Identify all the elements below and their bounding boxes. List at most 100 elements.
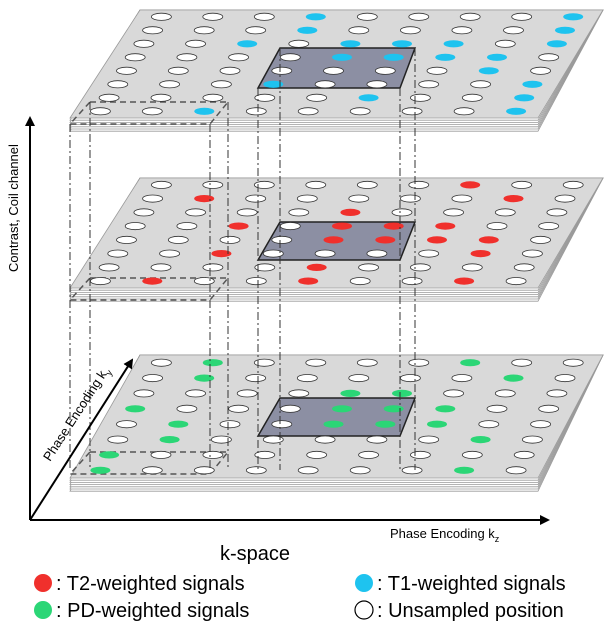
diagram-title: k-space <box>220 543 290 565</box>
unsampled-dot <box>494 39 516 48</box>
plane-pd <box>68 354 604 492</box>
unsampled-dot <box>401 277 423 286</box>
unsampled-dot <box>262 435 284 444</box>
unsampled-dot <box>219 420 241 429</box>
unsampled-dot <box>296 194 318 203</box>
unsampled-dot <box>219 66 241 75</box>
unsampled-dot <box>408 12 430 21</box>
unsampled-dot <box>142 374 164 383</box>
unsampled-dot <box>219 235 241 244</box>
unsampled-dot <box>443 208 465 217</box>
unsampled-dot <box>98 263 120 272</box>
sampled-dot <box>90 466 111 474</box>
sampled-dot <box>340 208 361 216</box>
unsampled-dot <box>210 435 232 444</box>
unsampled-dot <box>142 26 164 35</box>
unsampled-dot <box>116 235 137 244</box>
unsampled-dot <box>358 450 380 459</box>
unsampled-dot <box>193 277 215 286</box>
unsampled-dot <box>176 222 198 231</box>
unsampled-dot <box>511 180 533 189</box>
sampled-dot <box>340 389 361 397</box>
unsampled-dot <box>401 466 423 475</box>
sampled-dot <box>555 26 575 34</box>
legend: : T2-weighted signals : T1-weighted sign… <box>34 573 566 622</box>
unsampled-dot <box>356 358 378 367</box>
unsampled-dot <box>193 466 215 475</box>
unsampled-dot <box>133 389 155 398</box>
unsampled-dot <box>538 222 560 231</box>
unsampled-dot <box>296 374 318 383</box>
unsampled-dot <box>522 435 543 444</box>
unsampled-dot <box>279 404 301 413</box>
unsampled-dot <box>408 180 430 189</box>
unsampled-dot <box>486 404 508 413</box>
sampled-dot <box>332 222 352 230</box>
unsampled-dot <box>314 249 336 258</box>
unsampled-dot <box>133 208 155 217</box>
unsampled-dot <box>202 450 224 459</box>
unsampled-dot <box>288 208 310 217</box>
legend-pd-label: : PD-weighted signals <box>56 600 249 622</box>
unsampled-dot <box>511 358 533 367</box>
sampled-dot <box>305 13 326 21</box>
unsampled-dot <box>185 208 207 217</box>
unsampled-dot <box>426 66 448 75</box>
unsampled-dot <box>245 374 267 383</box>
unsampled-dot <box>297 107 319 116</box>
unsampled-dot <box>461 450 483 459</box>
unsampled-dot <box>374 66 396 75</box>
highlight-region <box>256 397 417 437</box>
sampled-dot <box>228 222 249 230</box>
unsampled-dot <box>513 450 535 459</box>
unsampled-dot <box>271 66 293 75</box>
sampled-dot <box>99 451 120 459</box>
sampled-dot <box>159 436 180 444</box>
unsampled-dot <box>245 26 267 35</box>
sampled-dot <box>454 277 475 285</box>
unsampled-dot <box>314 80 336 89</box>
selection-box <box>68 277 230 301</box>
unsampled-dot <box>141 107 163 116</box>
unsampled-dot <box>314 435 336 444</box>
unsampled-dot <box>399 194 421 203</box>
sampled-dot <box>460 181 481 189</box>
unsampled-dot <box>461 263 483 272</box>
unsampled-dot <box>562 180 584 189</box>
unsampled-dot <box>554 194 576 203</box>
unsampled-dot <box>323 66 344 75</box>
unsampled-dot <box>271 235 293 244</box>
unsampled-dot <box>254 450 276 459</box>
unsampled-dot <box>279 53 301 62</box>
unsampled-dot <box>150 12 172 21</box>
sampled-dot <box>514 94 535 102</box>
unsampled-dot <box>253 12 275 21</box>
unsampled-dot <box>356 12 378 21</box>
sampled-dot <box>383 53 404 61</box>
unsampled-dot <box>185 389 207 398</box>
unsampled-dot <box>513 263 535 272</box>
sampled-dot <box>194 374 215 382</box>
sampled-dot <box>470 436 491 444</box>
unsampled-dot <box>401 107 423 116</box>
unsampled-dot <box>253 358 275 367</box>
unsampled-dot <box>461 93 483 102</box>
unsampled-dot <box>107 249 129 258</box>
unsampled-dot <box>409 450 431 459</box>
unsampled-dot <box>453 107 475 116</box>
unsampled-dot <box>245 277 267 286</box>
sampled-dot <box>443 40 464 48</box>
unsampled-dot <box>150 450 172 459</box>
unsampled-dot <box>546 389 568 398</box>
unsampled-dot <box>306 450 328 459</box>
sampled-dot <box>522 80 543 88</box>
unsampled-dot <box>159 249 181 258</box>
unsampled-dot <box>236 389 258 398</box>
unsampled-dot <box>202 180 224 189</box>
unsampled-dot <box>107 80 129 89</box>
unsampled-dot <box>202 263 224 272</box>
unsampled-dot <box>538 53 560 62</box>
sampled-dot <box>168 420 189 428</box>
sampled-dot <box>392 389 412 397</box>
unsampled-dot <box>90 107 111 116</box>
